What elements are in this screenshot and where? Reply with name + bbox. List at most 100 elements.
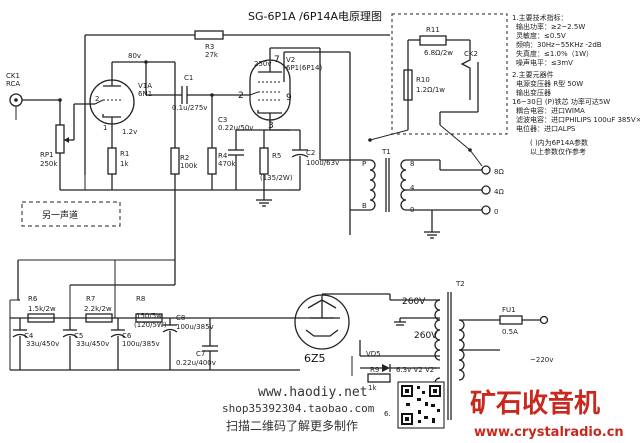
r3-label: R3 xyxy=(205,43,214,51)
resistor-r5 xyxy=(259,147,269,175)
watermark-scan: 扫描二维码了解更多制作 xyxy=(226,419,358,433)
r8-sub: (120/5W) xyxy=(134,321,167,329)
c4-value: 33u/450v xyxy=(26,340,59,348)
r5-label: R5 xyxy=(272,152,281,160)
watermark-site: www.haodiy.net xyxy=(258,385,368,400)
c2-label: C2 xyxy=(306,149,315,157)
brand-logo: 矿石收音机 www.crystalradio.cn xyxy=(470,388,624,440)
parts-line-2: 输出变压器 xyxy=(516,88,551,97)
v1-pin1: 1 xyxy=(103,124,107,132)
r4-value: 470k xyxy=(218,160,236,168)
heater-six: 6. xyxy=(384,410,391,418)
led-vd5 xyxy=(382,364,390,372)
t1-tap-8: 8 xyxy=(410,160,414,168)
r1-label: R1 xyxy=(120,150,129,158)
v1-type: 6N1 xyxy=(138,90,152,98)
r2-label: R2 xyxy=(180,154,189,162)
brand-url: www.crystalradio.cn xyxy=(474,425,624,440)
t2-hv2: 260V xyxy=(414,331,438,341)
c1-value: 0.1u/275v xyxy=(172,104,207,112)
r7-value: 2.2k/2w xyxy=(84,305,112,313)
resistor-r7 xyxy=(85,313,113,323)
c2-value: 100u/63v xyxy=(306,159,339,167)
extra-note-2: 以上参数仅作参考 xyxy=(530,147,586,156)
capacitor-c8 xyxy=(162,318,178,370)
fuse-fu1 xyxy=(499,315,523,325)
t1-p: P xyxy=(362,160,366,168)
resistor-r2 xyxy=(170,147,180,175)
fu1-label: FU1 xyxy=(502,306,516,314)
diagram-title: SG-6P1A /6P14A电原理图 xyxy=(248,10,382,23)
rectifier-tube-6z5 xyxy=(294,293,390,350)
spec-title: 1.主要技术指标： xyxy=(512,13,568,22)
r6-label: R6 xyxy=(28,295,38,303)
c8-value: 100u/385v xyxy=(176,323,214,331)
capacitor-c5 xyxy=(62,318,78,370)
c6-label: C6 xyxy=(122,332,132,340)
resistor-r3 xyxy=(194,30,224,40)
capacitor-c1 xyxy=(145,62,250,104)
spec-line-5: 噪声电平：≤3mV xyxy=(516,58,573,67)
r1-value: 1k xyxy=(120,160,129,168)
r9-value: 1k xyxy=(368,384,377,392)
spec-line-4: 失真度：≤1.0%（1W） xyxy=(516,49,593,58)
r8-label: R8 xyxy=(136,295,145,303)
output-transformer-t1 xyxy=(350,158,407,212)
spec-line-2: 灵敏度：≤0.5V xyxy=(516,31,566,40)
t2-label: T2 xyxy=(455,280,465,288)
t1-label: T1 xyxy=(381,148,391,156)
v2-pin-9: 9 xyxy=(286,93,292,103)
input-jack-ck1 xyxy=(9,93,60,120)
mains-terminal xyxy=(539,315,549,325)
c3-label: C3 xyxy=(218,116,227,124)
ck2-label: CK2 xyxy=(464,50,478,58)
resistor-r1 xyxy=(107,147,117,175)
c4-label: C4 xyxy=(24,332,34,340)
t1-tap-4: 4 xyxy=(410,184,415,192)
c8-label: C8 xyxy=(176,314,185,322)
r11-value: 6.8Ω/2w xyxy=(424,49,453,57)
potentiometer-rp1 xyxy=(55,100,95,175)
v1-cathode-voltage: 1.2v xyxy=(122,128,137,136)
headphone-section-box xyxy=(391,13,508,135)
v2-pin-3: 3 xyxy=(268,121,274,131)
v2-type: 6P1(6P14) xyxy=(286,64,322,72)
t2-heater: 6.3v V2 V2' xyxy=(396,366,436,374)
out-4ohm-label: 4Ω xyxy=(494,188,504,196)
rectifier-type: 6Z5 xyxy=(304,352,326,365)
output-terminal-0 xyxy=(481,205,491,215)
c6-value: 100u/385v xyxy=(122,340,160,348)
other-channel-box xyxy=(21,201,121,227)
r3-value: 27k xyxy=(205,51,219,59)
parts-line-1: 电源变压器 R型 50W xyxy=(516,79,583,88)
c7-label: C7 xyxy=(196,350,205,358)
brand-name: 矿石收音机 xyxy=(470,388,600,419)
parts-line-4: 耦合电容：进口WIMA xyxy=(516,106,585,115)
c5-label: C5 xyxy=(74,332,83,340)
v2-name: V2 xyxy=(286,56,295,64)
ground-symbol-output xyxy=(424,231,440,239)
watermark-shop: shop35392304.taobao.com xyxy=(222,402,375,415)
qr-code-icon xyxy=(397,381,445,429)
r10-value: 1.2Ω/1w xyxy=(416,86,445,94)
fu1-value: 0.5A xyxy=(502,328,518,336)
resistor-r6 xyxy=(27,313,55,323)
tube-v2 xyxy=(249,48,291,130)
tube-v1a xyxy=(89,62,135,130)
capacitor-c7 xyxy=(202,318,218,370)
resistor-r11 xyxy=(419,35,447,46)
c1-label: C1 xyxy=(184,74,193,82)
v2-pin-2: 2 xyxy=(238,91,244,101)
rp1-label: RP1 xyxy=(40,151,54,159)
r10-label: R10 xyxy=(416,76,430,84)
v1-pin2: 2 xyxy=(95,95,99,103)
r4-label: R4 xyxy=(218,152,228,160)
v1-plate-voltage: 80v xyxy=(128,52,141,60)
capacitor-c2 xyxy=(291,130,309,190)
r6-value: 1.5k/2w xyxy=(28,305,56,313)
resistor-r9 xyxy=(367,373,391,383)
headphone-jack-ck2 xyxy=(439,40,479,125)
c7-value: 0.22u/400v xyxy=(176,359,216,367)
